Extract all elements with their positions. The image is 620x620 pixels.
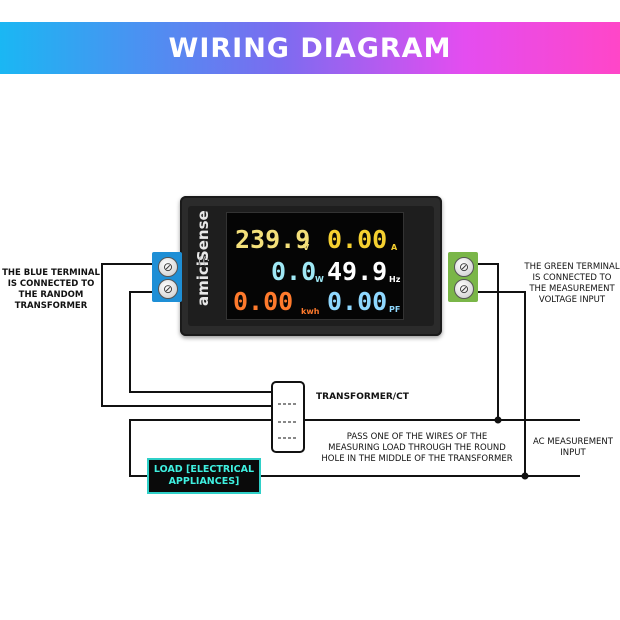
screw-icon: ⊘ <box>158 279 178 299</box>
voltage-unit: V <box>303 243 310 252</box>
ac-input-label: AC MEASUREMENT INPUT <box>533 437 613 458</box>
green-terminal-label: THE GREEN TERMINAL IS CONNECTED TO THE M… <box>524 262 620 305</box>
screw-icon: ⊘ <box>158 257 178 277</box>
current-unit: A <box>391 243 398 252</box>
green-terminal: ⊘ ⊘ <box>448 252 478 302</box>
wire-blue-bottom <box>129 291 272 393</box>
blue-terminal: ⊘ ⊘ <box>152 252 182 302</box>
power-factor-reading: 0.00 <box>327 287 388 316</box>
junction-dot <box>494 416 502 424</box>
wire-green-bottom <box>470 291 526 476</box>
energy-reading: 0.00 <box>233 287 294 316</box>
power-meter: amiciSense ((· 239.9 V 0.00 A 0.0 W 49.9… <box>180 196 442 336</box>
load-label-line1: LOAD [ELECTRICAL <box>153 464 255 475</box>
load-box: LOAD [ELECTRICAL APPLIANCES] <box>147 458 261 494</box>
voltage-reading: 239.9 <box>235 225 311 254</box>
blue-terminal-label: THE BLUE TERMINAL IS CONNECTED TO THE RA… <box>2 268 100 311</box>
wire-green-top <box>470 263 499 420</box>
frequency-unit: Hz <box>389 275 401 284</box>
frequency-reading: 49.9 <box>327 257 388 286</box>
transformer-label: TRANSFORMER/CT <box>316 392 409 402</box>
wire-blue-top <box>101 263 272 407</box>
energy-unit: kwh <box>301 307 320 316</box>
load-label-line2: APPLIANCES] <box>168 476 240 487</box>
pass-wire-label: PASS ONE OF THE WIRES OF THE MEASURING L… <box>321 432 513 464</box>
power-reading: 0.0 <box>271 257 317 286</box>
wifi-icon: ((· <box>198 254 211 267</box>
transformer-ct <box>271 381 305 453</box>
junction-dot <box>521 472 529 480</box>
diagram-title: WIRING DIAGRAM <box>168 32 452 64</box>
wire-load-left <box>129 419 272 477</box>
power-unit: W <box>315 275 324 284</box>
title-banner: WIRING DIAGRAM <box>0 22 620 74</box>
screw-icon: ⊘ <box>454 279 474 299</box>
current-reading: 0.00 <box>327 225 388 254</box>
power-factor-unit: PF <box>389 305 401 314</box>
meter-display: 239.9 V 0.00 A 0.0 W 49.9 Hz 0.00 kwh 0.… <box>226 212 404 320</box>
screw-icon: ⊘ <box>454 257 474 277</box>
